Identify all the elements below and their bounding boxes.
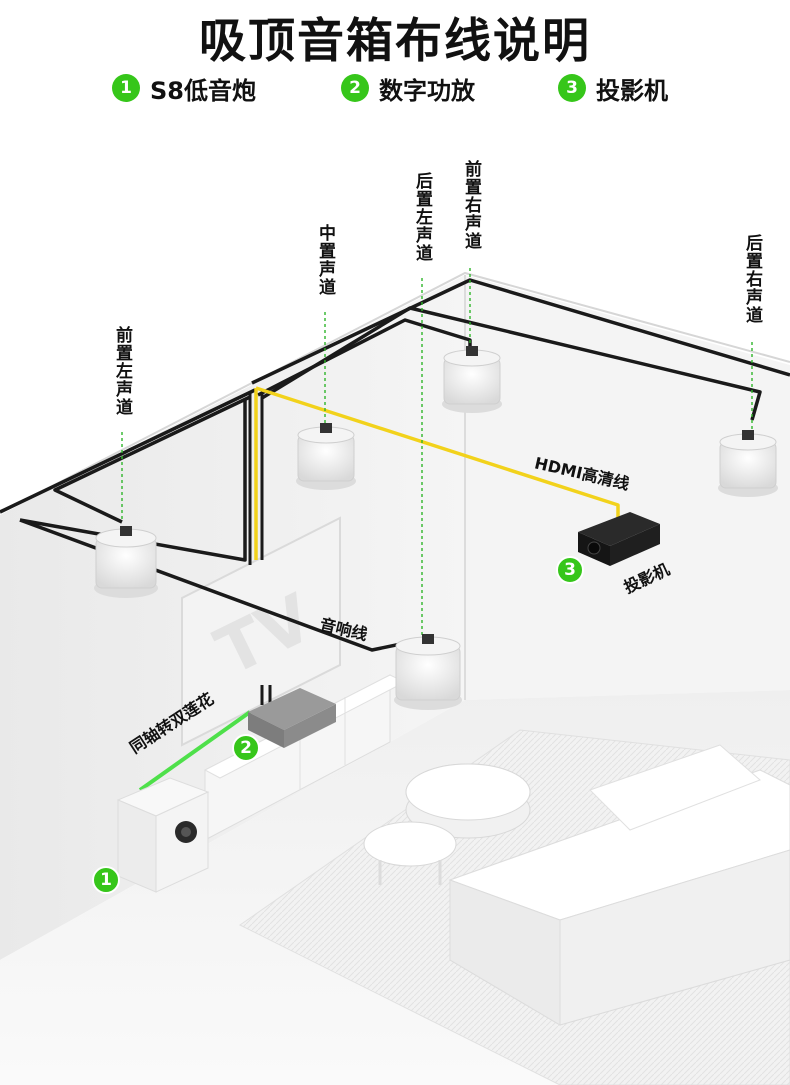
page-title: 吸顶音箱布线说明 xyxy=(199,14,591,69)
coffee-tables xyxy=(363,763,531,885)
legend-label: S8低音炮 xyxy=(150,76,256,105)
legend-item-subwoofer: 1 S8低音炮 xyxy=(112,72,256,105)
speaker-wire-front-left xyxy=(0,388,256,524)
speaker-rear-right xyxy=(718,430,778,497)
label-center: 中置声道 xyxy=(315,224,335,296)
label-front-right: 前置右声道 xyxy=(461,160,481,250)
ceiling xyxy=(0,170,790,505)
ceiling-edge xyxy=(0,271,790,514)
speaker-wire-bundle xyxy=(248,392,272,705)
amplifier xyxy=(248,688,336,748)
legend-number: 3 xyxy=(558,74,586,102)
speaker-rear-left xyxy=(394,634,462,710)
legend-number: 1 xyxy=(112,74,140,102)
speaker-front-right xyxy=(442,346,502,413)
label-rear-left: 后置左声道 xyxy=(412,172,432,262)
speaker-center xyxy=(296,423,356,490)
tv: TV xyxy=(181,516,341,747)
coax-wire xyxy=(138,710,252,792)
legend-number: 2 xyxy=(341,74,369,102)
projector xyxy=(578,512,660,566)
subwoofer xyxy=(116,777,210,893)
hdmi-wire xyxy=(254,386,620,560)
label-front-left: 前置左声道 xyxy=(112,326,132,416)
label-rear-right: 后置右声道 xyxy=(742,234,762,324)
guide-lines xyxy=(121,268,753,640)
badge-amplifier: 2 xyxy=(232,734,260,762)
sofa xyxy=(448,744,790,1026)
legend-label: 数字功放 xyxy=(379,76,475,105)
legend-item-amplifier: 2 数字功放 xyxy=(341,72,475,105)
speaker-front-left xyxy=(94,526,158,598)
legend-item-projector: 3 投影机 xyxy=(558,72,668,105)
badge-subwoofer: 1 xyxy=(92,866,120,894)
legend-label: 投影机 xyxy=(596,76,668,105)
badge-projector: 3 xyxy=(556,556,584,584)
